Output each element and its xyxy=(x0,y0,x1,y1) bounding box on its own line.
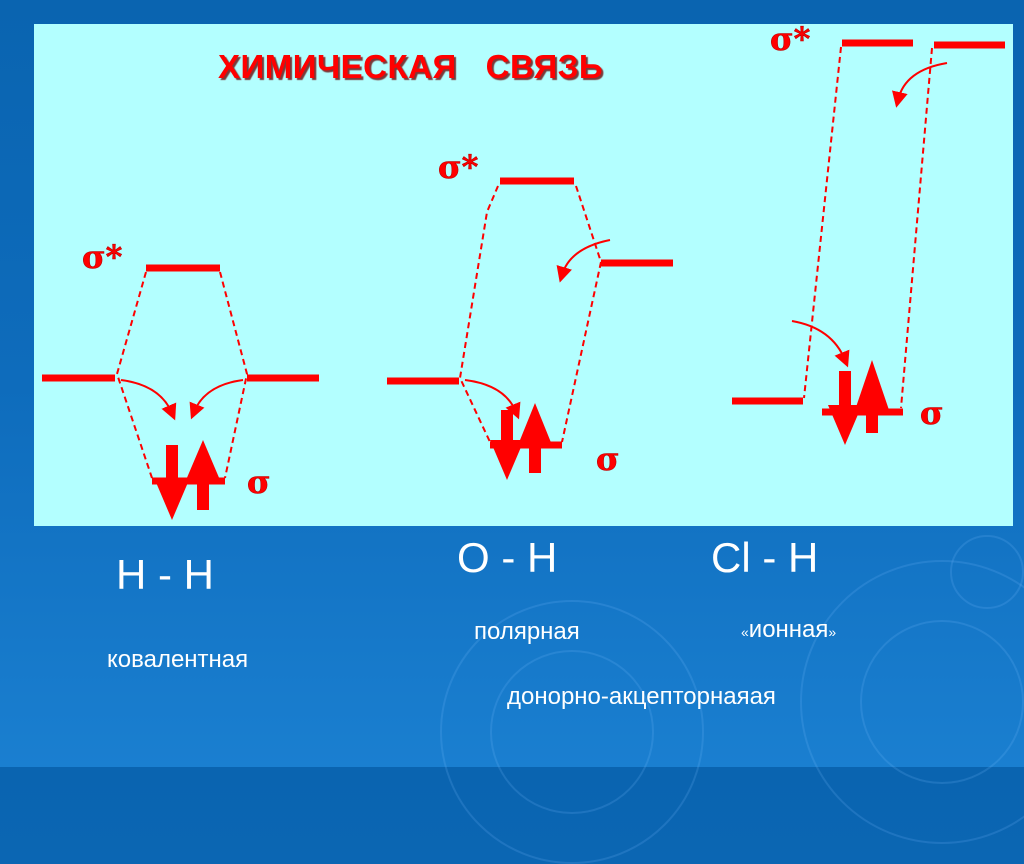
decorative-ripple xyxy=(950,535,1024,609)
sigma-star-label: σ* xyxy=(770,20,811,58)
formula-cl-h: Cl - H xyxy=(711,534,819,581)
formula-h-h: H - H xyxy=(116,551,214,598)
electron-pairs xyxy=(155,360,889,520)
formula-o-h: O - H xyxy=(457,534,558,581)
sigma-star-label: σ* xyxy=(82,238,123,276)
h-h-electrons xyxy=(155,440,220,520)
h-h-diagram xyxy=(42,264,319,485)
slide-title: ХИМИЧЕСКАЯ СВЯЗЬ xyxy=(218,48,604,85)
sigma-label: σ xyxy=(920,394,944,432)
o-h-electrons xyxy=(490,403,552,480)
bond-type-ionic: «ионная» xyxy=(741,616,836,644)
quote-close: » xyxy=(828,624,837,640)
bond-type-covalent: ковалентная xyxy=(107,646,249,673)
sigma-star-label: σ* xyxy=(438,148,479,186)
sigma-label: σ xyxy=(596,440,620,478)
cl-h-electrons xyxy=(828,360,889,445)
bond-type-polar: полярная xyxy=(474,618,580,645)
bond-type-donor-acceptor: донорно-акцепторнаяая xyxy=(507,683,776,710)
mo-diagrams: σ* σ* σ* σ σ σ xyxy=(42,20,1005,520)
bond-type-ionic-text: ионная xyxy=(748,616,829,643)
quote-open: « xyxy=(741,624,749,640)
sigma-label: σ xyxy=(247,463,271,501)
o-h-diagram xyxy=(387,177,673,449)
cl-h-diagram xyxy=(732,39,1005,416)
